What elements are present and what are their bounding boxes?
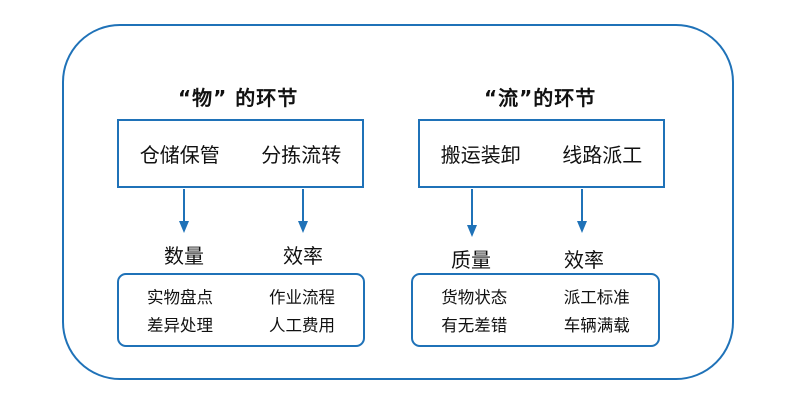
label-efficiency-right: 效率 — [564, 248, 604, 272]
bottom-item: 车辆满载 — [563, 316, 630, 335]
top-item-dispatch: 线路派工 — [562, 143, 643, 167]
left-heading: “物” 的环节 — [178, 86, 299, 110]
left-bottom-box: 实物盘点 作业流程 差异处理 人工费用 — [117, 273, 365, 347]
bottom-item: 人工费用 — [269, 316, 335, 335]
top-item-handling: 搬运装卸 — [440, 143, 521, 167]
bottom-item: 实物盘点 — [147, 288, 213, 307]
left-top-box: 仓储保管 分拣流转 — [117, 119, 364, 188]
arrowhead-icon — [577, 221, 587, 233]
bottom-item: 作业流程 — [269, 288, 335, 307]
arrowhead-icon — [298, 221, 308, 233]
arrowhead-icon — [179, 221, 189, 233]
top-item-sorting: 分拣流转 — [261, 143, 342, 167]
right-heading: “流”的环节 — [484, 86, 597, 110]
right-bottom-box: 货物状态 派工标准 有无差错 车辆满载 — [411, 273, 660, 347]
label-quantity: 数量 — [164, 244, 204, 268]
label-quality: 质量 — [451, 248, 491, 272]
label-efficiency-left: 效率 — [283, 244, 323, 268]
top-item-storage: 仓储保管 — [139, 143, 220, 167]
outer-frame — [62, 24, 734, 380]
bottom-item: 派工标准 — [563, 288, 630, 307]
bottom-item: 有无差错 — [441, 316, 508, 335]
bottom-item: 货物状态 — [441, 288, 508, 307]
bottom-item: 差异处理 — [147, 316, 213, 335]
arrowhead-icon — [467, 225, 477, 237]
right-top-box: 搬运装卸 线路派工 — [418, 119, 665, 188]
